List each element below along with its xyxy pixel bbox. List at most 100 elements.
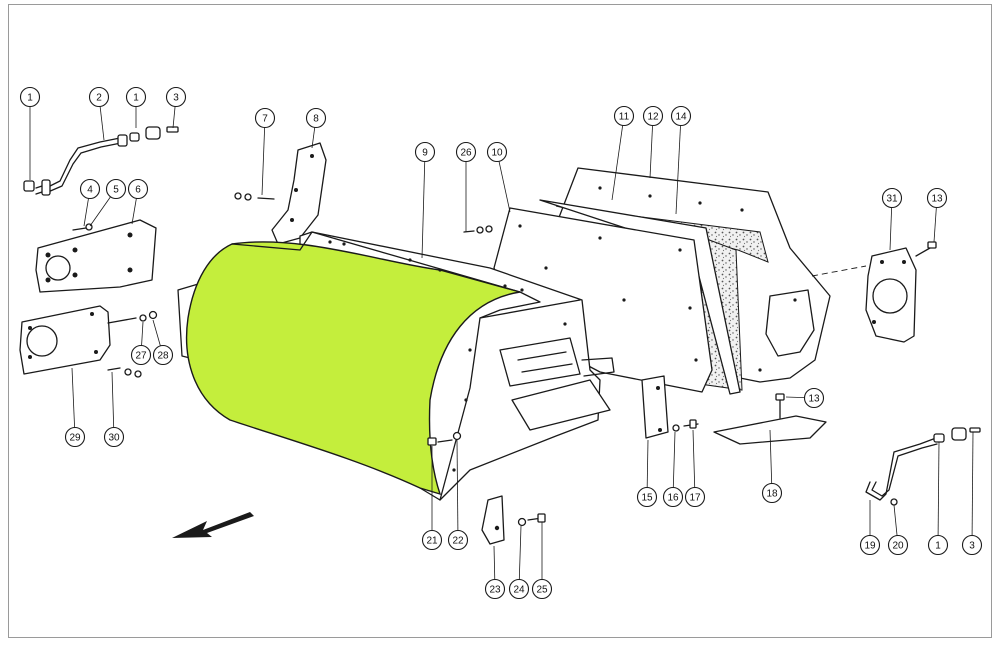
direction-arrow-icon [172,512,254,538]
leader-line [131,198,137,225]
leader-line [89,196,111,227]
leader-line [152,319,161,346]
callout-number: 16 [667,493,679,504]
callout-circle [761,482,783,504]
callout-circle [484,578,506,600]
part-callout-30: 30 [103,426,125,448]
callout-circle [19,86,41,108]
part-callout-10: 10 [486,141,508,163]
pipe-assembly-right [865,427,981,506]
callout-circle [486,141,508,163]
leader-line [111,371,115,428]
flange-31 [865,241,937,343]
callout-number: 28 [157,351,169,362]
callout-number: 17 [689,493,701,504]
callout-circle [613,105,635,127]
part-callout-1: 1 [927,534,949,556]
callout-number: 25 [536,585,548,596]
callout-number: 15 [641,493,653,504]
part-callout-25: 25 [531,578,553,600]
callout-number: 29 [69,433,81,444]
leader-line [71,367,75,428]
leader-line [769,429,773,484]
leader-line [456,439,459,531]
leader-line [311,127,316,149]
callout-number: 3 [173,93,179,104]
part-callout-2: 2 [88,86,110,108]
part-callout-3: 3 [165,86,187,108]
callout-circle [881,187,903,209]
part-callout-11: 11 [613,105,635,127]
callout-number: 4 [87,185,93,196]
leader-line [611,125,624,201]
callout-circle [64,426,86,448]
mounting-plate-29 [19,305,158,378]
leader-line [971,431,974,536]
leader-line [672,431,676,488]
pipe-assembly-left [23,126,179,196]
mounting-plate-6 [35,219,157,293]
callout-circle [642,105,664,127]
part-callout-6: 6 [127,178,149,200]
leader-line [889,207,893,251]
part-callout-28: 28 [152,344,174,366]
leader-line [518,525,522,580]
part-callout-19: 19 [859,534,881,556]
fastener-group-bottom [427,431,546,545]
leader-line [675,125,681,215]
leader-line [261,127,266,196]
part-callout-15: 15 [636,486,658,508]
leader-line [692,429,696,488]
cover-panel-highlighted [185,241,521,496]
part-callout-13: 13 [926,187,948,209]
diagram-frame [8,4,992,638]
callout-circle [927,534,949,556]
callout-circle [421,529,443,551]
callout-circle [803,387,825,409]
callout-circle [254,107,276,129]
leader-line [933,207,937,243]
part-callout-4: 4 [79,178,101,200]
callout-number: 7 [262,114,268,125]
leader-line [493,545,496,580]
silencer-housing [177,231,615,501]
callout-number: 30 [108,433,120,444]
callout-number: 9 [422,148,428,159]
part-callout-17: 17 [684,486,706,508]
callout-number: 20 [892,541,904,552]
callout-number: 21 [426,536,438,547]
callout-circle [662,486,684,508]
leader-line [141,321,144,346]
part-callout-31: 31 [881,187,903,209]
callout-circle [127,178,149,200]
callout-number: 26 [460,148,472,159]
callout-circle [531,578,553,600]
callout-circle [887,534,909,556]
part-callout-18: 18 [761,482,783,504]
part-callout-29: 29 [64,426,86,448]
part-callout-12: 12 [642,105,664,127]
part-callout-22: 22 [447,529,469,551]
part-callout-13: 13 [803,387,825,409]
callout-circle [305,107,327,129]
part-callout-26: 26 [455,141,477,163]
callout-number: 19 [864,541,876,552]
callout-circle [670,105,692,127]
leader-line [172,106,176,129]
leader-line [893,504,898,536]
callout-number: 13 [808,394,820,405]
part-callout-5: 5 [105,178,127,200]
callout-number: 24 [513,585,525,596]
callout-circle [88,86,110,108]
leader-line [99,106,105,141]
callout-number: 13 [931,194,943,205]
part-callout-1: 1 [19,86,41,108]
callout-number: 2 [96,93,102,104]
part-callout-7: 7 [254,107,276,129]
callout-number: 11 [619,112,630,123]
part-callout-24: 24 [508,578,530,600]
callout-circle [859,534,881,556]
